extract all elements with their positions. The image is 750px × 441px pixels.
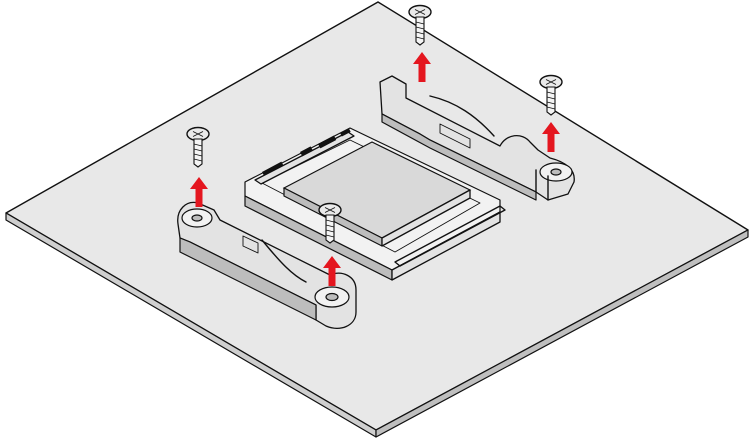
rear-bracket-right-hole [551,169,561,175]
front-bracket-left-hole [192,215,202,221]
front-bracket-right-hole [326,294,338,301]
